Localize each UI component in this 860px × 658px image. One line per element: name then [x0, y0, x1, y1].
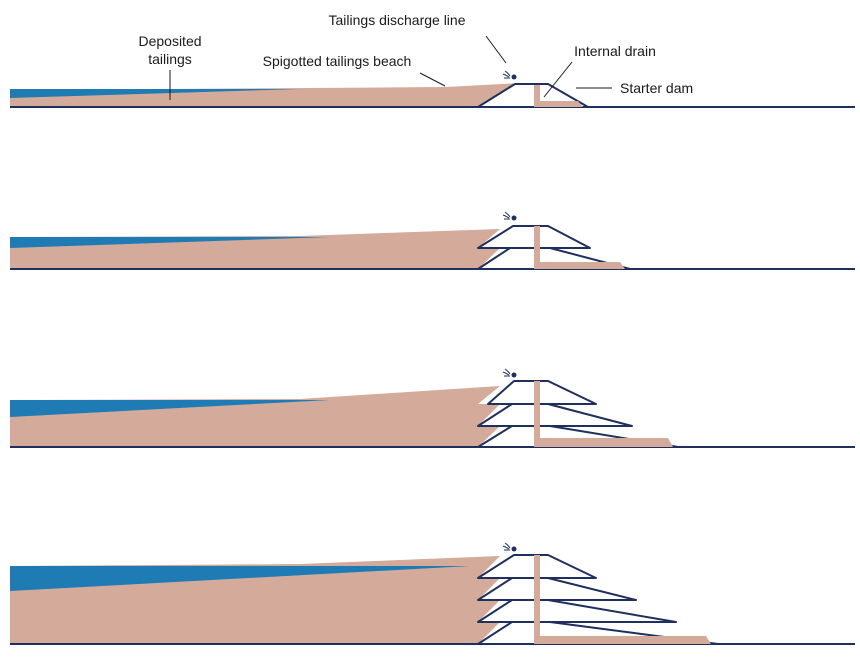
- starter-dam-label: Starter dam: [620, 80, 693, 96]
- discharge-pipe-icon: [502, 368, 517, 378]
- raise-1: [477, 599, 677, 623]
- spigotted-beach-label: Spigotted tailings beach: [263, 53, 412, 69]
- tailings-deposit: [10, 83, 520, 107]
- raise-1: [477, 403, 633, 427]
- internal-drain: [534, 85, 583, 107]
- raise-2: [487, 380, 597, 405]
- labels: Deposited tailings Spigotted tailings be…: [138, 12, 693, 100]
- discharge-pipe-icon: [502, 70, 517, 80]
- internal-drain-label: Internal drain: [574, 43, 656, 59]
- tailings-deposit: [10, 386, 500, 447]
- discharge-pipe-icon: [502, 211, 517, 221]
- spigotted-beach-leader: [419, 72, 446, 87]
- discharge-line-label: Tailings discharge line: [329, 12, 466, 28]
- discharge-pipe-icon: [502, 542, 517, 552]
- pond-water: [10, 400, 330, 417]
- deposited-tailings-label-2: tailings: [148, 51, 192, 67]
- tailings-deposit: [10, 229, 500, 269]
- stage-2: [10, 211, 855, 270]
- internal-drain: [534, 381, 673, 447]
- raise-2: [477, 577, 637, 601]
- internal-drain: [534, 226, 625, 269]
- pond-water: [10, 566, 470, 591]
- pond-water: [10, 237, 330, 248]
- stage-3: [10, 368, 855, 448]
- deposited-tailings-label: Deposited: [138, 33, 201, 49]
- stage-4: [10, 542, 855, 645]
- internal-drain-leader: [543, 61, 573, 98]
- pond-water: [10, 89, 300, 98]
- stage-1: [10, 70, 855, 108]
- discharge-line-leader: [485, 35, 507, 64]
